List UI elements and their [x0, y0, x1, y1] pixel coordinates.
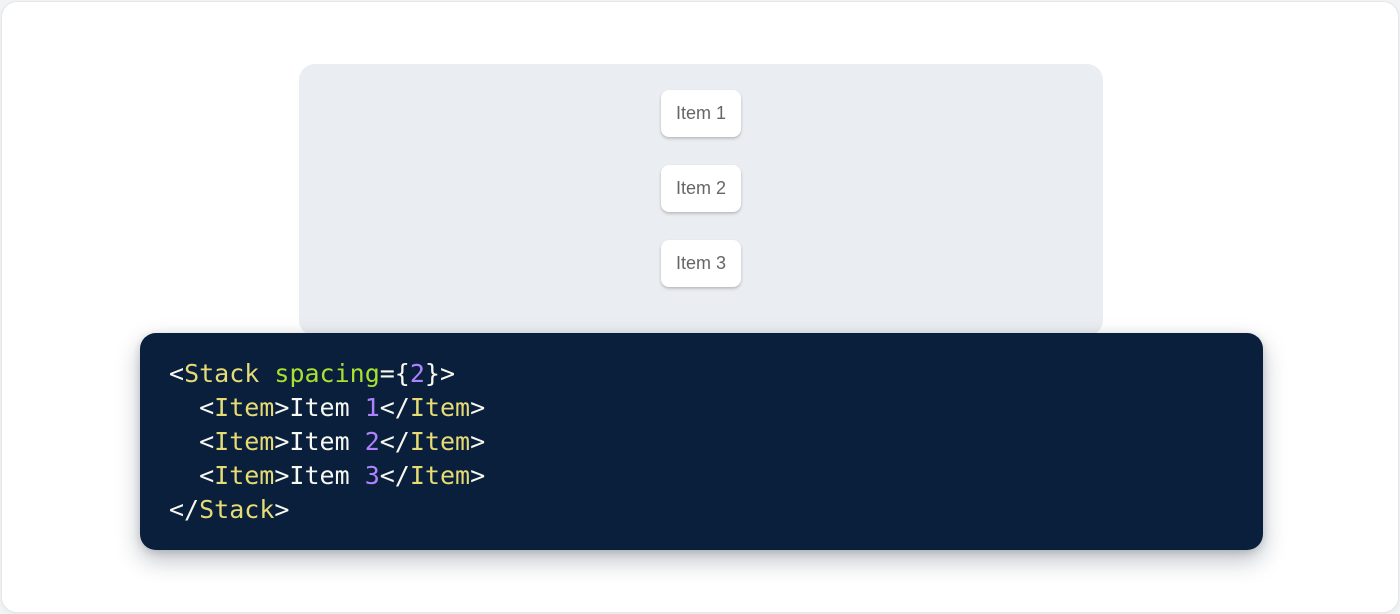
stack-item-1-label: Item 1 [675, 103, 727, 123]
stack-item-3: Item 3 [661, 240, 741, 287]
code-line: </Stack> [169, 495, 290, 524]
code-block: <Stack spacing={2}> <Item>Item 1</Item> … [140, 333, 1263, 550]
demo-preview-panel: Item 1 Item 2 Item 3 [299, 64, 1103, 336]
code-line: <Item>Item 2</Item> [169, 427, 486, 456]
stack-item-1: Item 1 [661, 90, 741, 137]
stack-item-2: Item 2 [661, 165, 741, 212]
code-line: <Stack spacing={2}> [169, 359, 456, 388]
stack-item-2-label: Item 2 [675, 178, 727, 198]
code-line: <Item>Item 3</Item> [169, 461, 486, 490]
code-line: <Item>Item 1</Item> [169, 393, 486, 422]
code-snippet: <Stack spacing={2}> <Item>Item 1</Item> … [140, 333, 1263, 550]
stack-item-3-label: Item 3 [675, 253, 727, 273]
stack-demo: Item 1 Item 2 Item 3 [299, 64, 1103, 287]
